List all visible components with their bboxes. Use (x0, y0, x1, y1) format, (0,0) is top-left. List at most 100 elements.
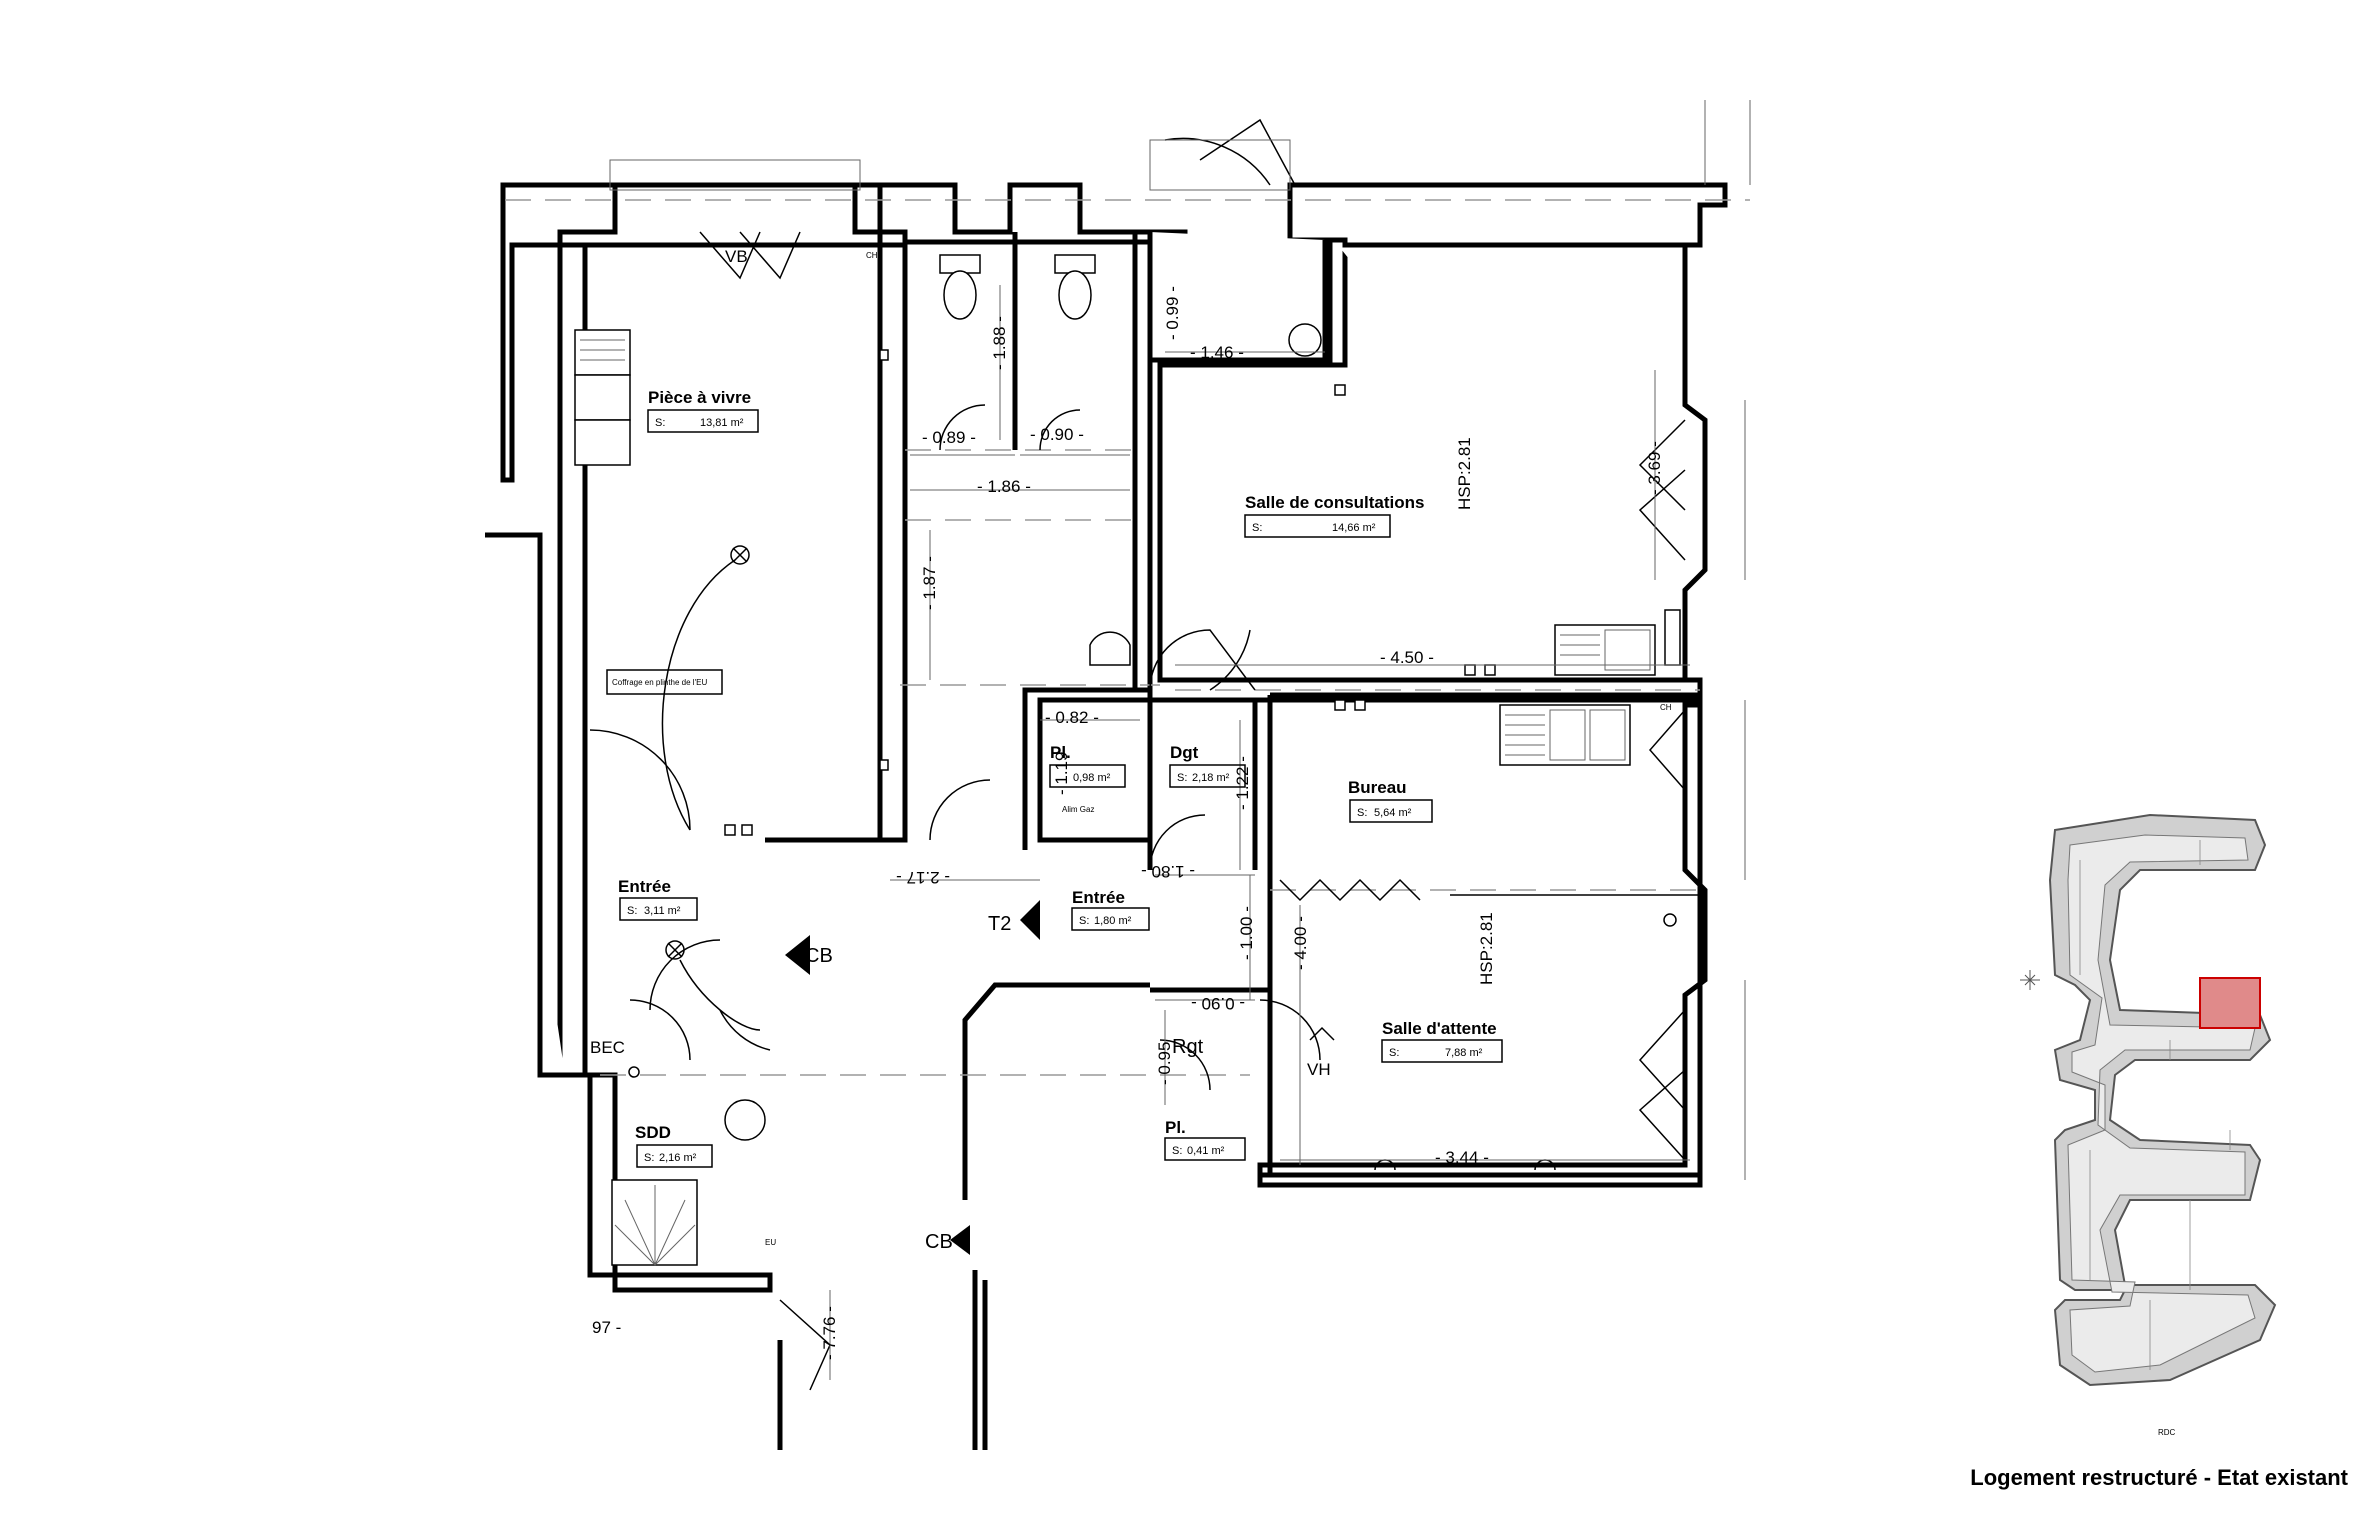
location-minimap: RDC (2020, 813, 2277, 1437)
toilet-icon (943, 270, 977, 320)
room-label-placard-small: Pl. S: 0,41 m² (1164, 1118, 1246, 1161)
fixtures (574, 100, 1751, 1266)
dimension: - 3.69 - (1645, 441, 1664, 495)
coffrage-label: Coffrage en plinthe de l'EU (612, 678, 707, 687)
dimension: - 2.17 - (896, 868, 950, 887)
t2-label: T2 (988, 913, 1011, 935)
light-icon (665, 940, 685, 960)
area-prefix: S: (1252, 522, 1262, 534)
wall-top-right-frame (1287, 182, 1728, 248)
building-inner (2067, 834, 2256, 1373)
dimension: - 0.82 - (1045, 708, 1099, 727)
room-label-waiting: Salle d'attente S: 7,88 m² (1381, 1019, 1503, 1063)
dimension-guides (829, 285, 1690, 1380)
ch-label: CH (1660, 703, 1672, 712)
room-area: 0,98 m² (1073, 772, 1111, 784)
ceiling-height: HSP:2.81 (1455, 437, 1474, 510)
cb-label: CB (925, 1231, 953, 1253)
room-label-consultations: Salle de consultations S: 14,66 m² (1244, 493, 1425, 538)
dimension: - 0.99 - (1163, 286, 1182, 340)
room-area: 13,81 m² (700, 417, 744, 429)
vh-label: VH (1307, 1060, 1331, 1079)
ceiling-height: HSP:2.81 (1477, 912, 1496, 985)
room-label-entree-left: Entrée S: 3,11 m² (618, 877, 698, 921)
room-label-entree-middle: Entrée S: 1,80 m² (1071, 888, 1150, 931)
room-name: SDD (635, 1123, 671, 1142)
room-name: Entrée (618, 877, 671, 896)
dimension: - 1.86 - (977, 477, 1031, 496)
area-prefix: S: (644, 1152, 654, 1164)
room-label-placard: Pl. 0,98 m² (1049, 743, 1126, 788)
room-name: Salle d'attente (1382, 1019, 1497, 1038)
room-name: Salle de consultations (1245, 493, 1425, 512)
room-area: 0,41 m² (1187, 1145, 1225, 1157)
room-area: 7,88 m² (1445, 1047, 1483, 1059)
dimension: - 1.22 - (1233, 756, 1252, 810)
dimension: - 7.76 - (820, 1306, 839, 1360)
room-area: 2,18 m² (1192, 772, 1230, 784)
dimension: - 0.95 (1155, 1042, 1174, 1085)
room-name: Dgt (1170, 743, 1199, 762)
room-name: Pièce à vivre (648, 388, 751, 407)
t2-arrow-icon (1020, 900, 1040, 940)
walls (485, 182, 1728, 1450)
page-title: Logement restructuré - Etat existant (1970, 1465, 2348, 1490)
area-prefix: S: (1357, 807, 1367, 819)
dimension: - 0.89 - (922, 428, 976, 447)
wall-left-lower (485, 532, 565, 1078)
dimension: 97 - (592, 1318, 621, 1337)
area-prefix: S: (627, 905, 637, 917)
bec-label: BEC (590, 1038, 625, 1057)
eu-label: EU (765, 1238, 776, 1247)
building-outline (2048, 813, 2277, 1387)
sink-icon (574, 419, 631, 466)
dashed-lines (505, 199, 1750, 1076)
washbasin-icon (724, 1099, 766, 1141)
wall-living-right-column (852, 182, 908, 843)
dimension: - 1.87 - (920, 556, 939, 610)
ch-label: CH (866, 251, 878, 260)
room-labels: Pièce à vivre S: 13,81 m² Salle de consu… (618, 388, 1503, 1168)
north-arrow-icon (2020, 970, 2040, 990)
boiler-icon (1288, 323, 1322, 357)
area-prefix: S: (655, 417, 665, 429)
area-prefix: S: (1079, 915, 1089, 927)
dimension: - 0.90 - (1191, 994, 1245, 1013)
dimension: - 3.44 - (1435, 1148, 1489, 1167)
room-name: Pl. (1050, 743, 1071, 762)
rdc-label: RDC (2158, 1428, 2176, 1437)
sink-icon (574, 374, 631, 421)
dimension: - 1.88 - (990, 316, 1009, 370)
dimension: - 1.46 - (1190, 343, 1244, 362)
room-label-bureau: Bureau S: 5,64 m² (1348, 778, 1433, 823)
cb-label: CB (805, 945, 833, 967)
rgt-label: Rgt (1172, 1036, 1204, 1058)
room-area: 2,16 m² (659, 1152, 697, 1164)
room-name: Entrée (1072, 888, 1125, 907)
dimension: - 4.00 - (1291, 916, 1310, 970)
markers: CB CB T2 BEC Rgt VH VB CH CH EU Coffrage… (590, 247, 1672, 1253)
dimensions: - 0.99 - - 1.46 - - 1.88 - - 0.89 - - 0.… (592, 286, 1664, 1360)
dimension: - 1.00 - (1237, 906, 1256, 960)
room-area: 3,11 m² (644, 905, 681, 917)
vb-label: VB (725, 247, 748, 266)
doors (589, 118, 1686, 1391)
wall-south-corridor (962, 982, 1150, 1200)
wall-consult-right-outer (1290, 182, 1728, 680)
washbasin-icon (1089, 631, 1131, 666)
area-prefix: S: (1172, 1145, 1182, 1157)
room-label-sdd: SDD S: 2,16 m² (635, 1123, 713, 1168)
area-prefix: S: (1177, 772, 1187, 784)
cb-arrow-icon (950, 1225, 970, 1255)
room-area: 1,80 m² (1094, 915, 1132, 927)
room-label-dgt: Dgt S: 2,18 m² (1169, 743, 1246, 788)
room-name: Bureau (1348, 778, 1407, 797)
highlighted-unit (2199, 977, 2261, 1029)
room-area: 5,64 m² (1374, 807, 1412, 819)
alim-gaz-label: Alim Gaz (1062, 805, 1094, 814)
room-name: Pl. (1165, 1118, 1186, 1137)
toilet-icon (1058, 270, 1092, 320)
wall-small-room (1147, 232, 1328, 363)
light-icon (730, 545, 750, 565)
